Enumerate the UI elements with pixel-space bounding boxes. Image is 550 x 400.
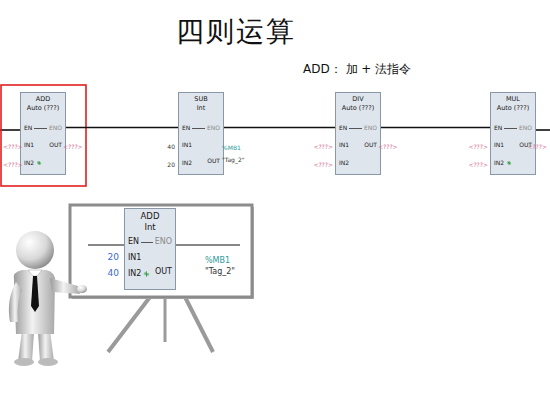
tag-name: "Tag_2" [205,268,235,276]
power-flow-line [349,128,362,129]
data-type: Auto (???) [491,105,535,112]
parameter-value: <???> [3,162,23,168]
parameter-value: 40 [108,269,119,278]
tag-name: "Tag_2" [222,157,245,163]
easel-leg [108,297,150,352]
instruction-box: ADD Auto (???) EN ENO IN1IN2 OUT [20,92,66,175]
pin-name: ENO [155,238,172,246]
power-flow-connector [381,127,490,129]
add-input-symbol [144,271,149,276]
parameter-value: <???> [378,144,398,150]
pin-name: ENO [207,125,220,131]
data-type: Int [125,223,175,232]
add-input-symbol [507,161,511,165]
whiteboard [70,205,252,297]
power-flow-connector [224,127,335,129]
pin-name: EN [128,238,139,246]
instruction-name: ADD [125,212,175,221]
instruction-box: DIV Auto (???) EN ENO IN1IN2 OUT [335,92,381,175]
operand-address: %MB1 [222,145,241,151]
instruction-name: MUL [491,96,535,103]
operand-address: %MB1 [205,257,230,265]
parameter-value: 20 [167,162,175,168]
add-input-symbol [37,161,41,165]
pin-name: IN2 [128,270,141,278]
pin-name: IN1 [339,142,349,148]
pin-name: IN1 [128,254,141,262]
pin-name: ENO [49,125,62,131]
easel-leg [164,297,167,342]
pin-name: EN [339,125,347,131]
pin-name: IN2 [24,160,34,166]
parameter-value: 20 [108,253,119,262]
parameter-value: <???> [468,162,488,168]
parameter-value: <???> [527,144,547,150]
pin-name: OUT [49,142,62,148]
parameter-value: <???> [63,144,83,150]
pin-name: IN1 [494,142,504,148]
pin-name: IN2 [182,160,192,166]
instruction-box: ADD IntEN ENO IN1IN2 OUT [124,208,176,290]
page-title: 四则运算 [176,18,296,46]
power-rail [0,129,20,131]
instruction-box: SUB IntEN ENO IN1IN2 OUT [178,92,224,175]
easel-leg [185,297,213,352]
parameter-value: <???> [313,144,333,150]
power-flow-line [504,128,517,129]
pin-name: ENO [364,125,377,131]
pin-name: IN1 [24,142,34,148]
pin-name: EN [24,125,32,131]
power-flow-connector [66,127,178,129]
instruction-name: DIV [336,96,380,103]
pin-name: IN1 [182,142,192,148]
pin-name: OUT [155,268,172,276]
power-flow-line [141,242,153,243]
pin-name: ENO [519,125,532,131]
parameter-value: <???> [3,144,23,150]
instruction-name: SUB [179,96,223,103]
pin-name: IN2 [494,160,504,166]
pin-name: OUT [364,142,377,148]
board-rung [88,245,124,246]
pin-name: EN [494,125,502,131]
highlight-frame [1,85,86,186]
subtitle: ADD： 加 + 法指令 [303,63,411,75]
data-type: Int [179,105,223,112]
power-flow-line [192,128,205,129]
parameter-value: <???> [468,144,488,150]
data-type: Auto (???) [336,105,380,112]
pin-name: IN2 [339,160,349,166]
instruction-name: ADD [21,96,65,103]
parameter-value: <???> [313,162,333,168]
presenter-figure [9,231,87,366]
parameter-value: 40 [167,144,175,150]
data-type: Auto (???) [21,105,65,112]
instruction-box: MULAuto (???)ENENOIN1IN2OUT [490,92,536,175]
board-rung [170,245,240,246]
pin-name: OUT [207,158,220,164]
power-flow-line [34,128,47,129]
pin-name: EN [182,125,190,131]
